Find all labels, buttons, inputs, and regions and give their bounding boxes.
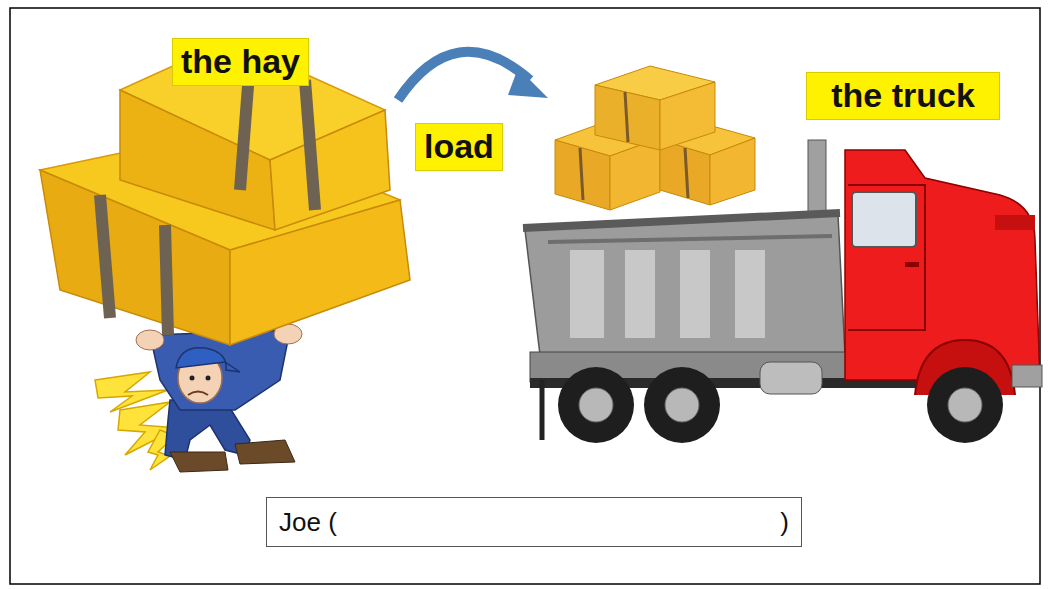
label-text: load — [424, 127, 494, 165]
wheel — [558, 367, 634, 443]
label-tag: the hay — [172, 38, 309, 86]
small-bale-front — [595, 85, 660, 150]
small-bale-side — [710, 138, 755, 205]
hay-bale-side — [270, 110, 390, 230]
man-boot — [170, 452, 228, 472]
bed-panel — [625, 250, 655, 338]
small-bale-side — [660, 82, 715, 150]
wheel — [927, 367, 1003, 443]
bumper — [1012, 365, 1042, 387]
man-eye — [206, 376, 211, 381]
man-mouth — [188, 392, 208, 396]
label-text: the hay — [181, 42, 300, 80]
label-text: ) — [780, 507, 789, 538]
man-boot — [235, 440, 295, 464]
bed-rim — [523, 213, 840, 228]
bed-panel — [735, 250, 765, 338]
label-text: Joe ( — [279, 507, 337, 538]
small-bale-side — [610, 138, 660, 210]
wheel-hub — [665, 388, 699, 422]
small-bale-strap — [685, 148, 688, 198]
tailgate-post — [540, 380, 545, 440]
wheel — [644, 367, 720, 443]
hood-light — [995, 215, 1035, 230]
label-tag: the truck — [806, 72, 1000, 120]
small-bale-front — [555, 140, 610, 210]
man-hand — [136, 330, 164, 350]
small-bale-strap — [625, 92, 628, 142]
cab-door — [848, 185, 925, 330]
dump-bed — [525, 215, 845, 355]
exhaust-stack — [808, 140, 826, 222]
bed-stripe — [548, 236, 832, 242]
cab-window — [852, 192, 916, 247]
load-arrowhead — [508, 68, 548, 98]
hay-strap — [305, 80, 315, 210]
fuel-tank — [760, 362, 822, 394]
door-handle — [905, 262, 919, 267]
wheel-hub — [579, 388, 613, 422]
wheel-hub — [948, 388, 982, 422]
label-tag: load — [415, 123, 503, 171]
small-bale-front — [660, 140, 710, 205]
hay-strap — [100, 195, 110, 318]
frame — [10, 8, 1040, 584]
bed-panel — [680, 250, 710, 338]
label-text: the truck — [831, 76, 975, 114]
small-bale-strap — [580, 148, 583, 200]
answer-box: Joe () — [266, 497, 802, 547]
bed-panel — [570, 250, 604, 338]
hay-strap — [165, 225, 168, 335]
man-eye — [190, 376, 195, 381]
man-cap — [176, 348, 240, 372]
